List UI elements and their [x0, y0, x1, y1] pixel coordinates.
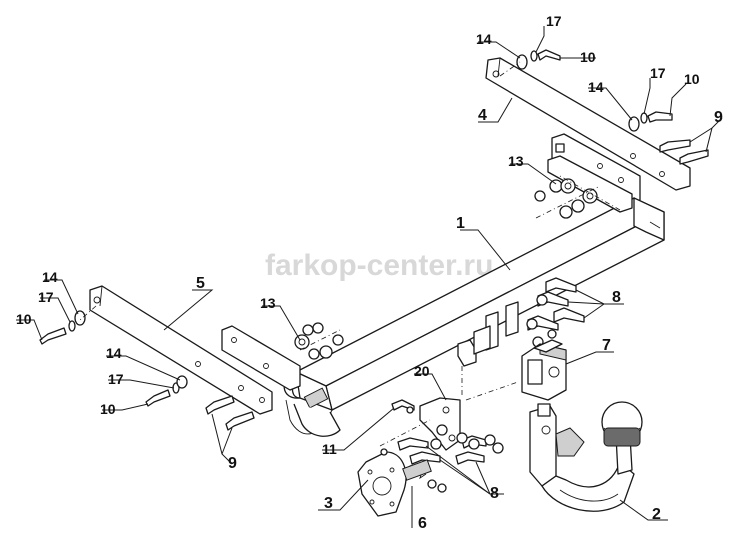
assembly-guide-lines [79, 61, 621, 447]
label-part-20: 20 [414, 363, 430, 379]
socket-bracket-20 [419, 397, 461, 451]
label-part-8-upper: 8 [612, 289, 621, 306]
label-part-8-lower: 8 [490, 485, 499, 502]
label-part-9-upper: 9 [714, 109, 723, 126]
label-part-14-top: 14 [476, 31, 492, 47]
fasteners-top [516, 49, 561, 70]
label-part-5: 5 [196, 275, 205, 292]
socket-block-7 [521, 339, 567, 401]
label-part-6: 6 [418, 515, 427, 532]
crossbar-1 [283, 197, 665, 437]
fasteners-mid-right [628, 111, 673, 132]
fasteners-left-mid [145, 375, 188, 407]
fasteners-left-top [39, 310, 86, 345]
tow-ball-2 [529, 401, 643, 512]
label-part-17-right: 17 [650, 65, 666, 81]
label-part-4: 4 [478, 107, 487, 124]
label-part-11: 11 [322, 441, 337, 457]
label-part-17-top: 17 [546, 13, 562, 29]
bolts-8-upper [526, 277, 585, 348]
label-part-10-right: 10 [684, 71, 700, 87]
nuts-13-upper [534, 178, 598, 219]
label-part-17-left: 17 [38, 289, 54, 305]
label-part-1: 1 [456, 215, 465, 232]
label-part-17-mid: 17 [108, 371, 124, 387]
label-part-10-left: 10 [16, 311, 32, 327]
label-part-10-mid: 10 [100, 401, 116, 417]
label-part-14-left: 14 [42, 269, 58, 285]
bracket-4-right [485, 57, 691, 191]
bolt-11 [391, 399, 415, 414]
part-labels: 1 2 3 4 5 6 7 8 8 9 9 10 10 10 10 11 13 … [16, 13, 723, 532]
label-part-14-right: 14 [588, 79, 604, 95]
label-part-2: 2 [652, 506, 661, 523]
bolts-9-lower [205, 395, 255, 431]
crossbar-side-plate-left [221, 325, 301, 391]
label-part-14-mid: 14 [106, 345, 122, 361]
bolts-8-lower [397, 424, 504, 465]
socket-mount-brackets [457, 301, 519, 367]
bracket-5-left [89, 285, 273, 415]
leader-lines [16, 26, 723, 528]
bolts-9-upper [659, 139, 709, 165]
spring-6 [380, 448, 447, 493]
label-part-7: 7 [602, 337, 611, 354]
label-part-13-upper: 13 [508, 153, 524, 169]
watermark-text: farkop-center.ru [265, 249, 493, 282]
label-part-10-top: 10 [580, 49, 596, 65]
label-part-13-lower: 13 [260, 295, 276, 311]
label-part-9-lower: 9 [228, 455, 237, 472]
socket-plate-3 [357, 451, 407, 517]
label-part-3: 3 [324, 495, 333, 512]
crossbar-side-plate-right [547, 155, 633, 213]
